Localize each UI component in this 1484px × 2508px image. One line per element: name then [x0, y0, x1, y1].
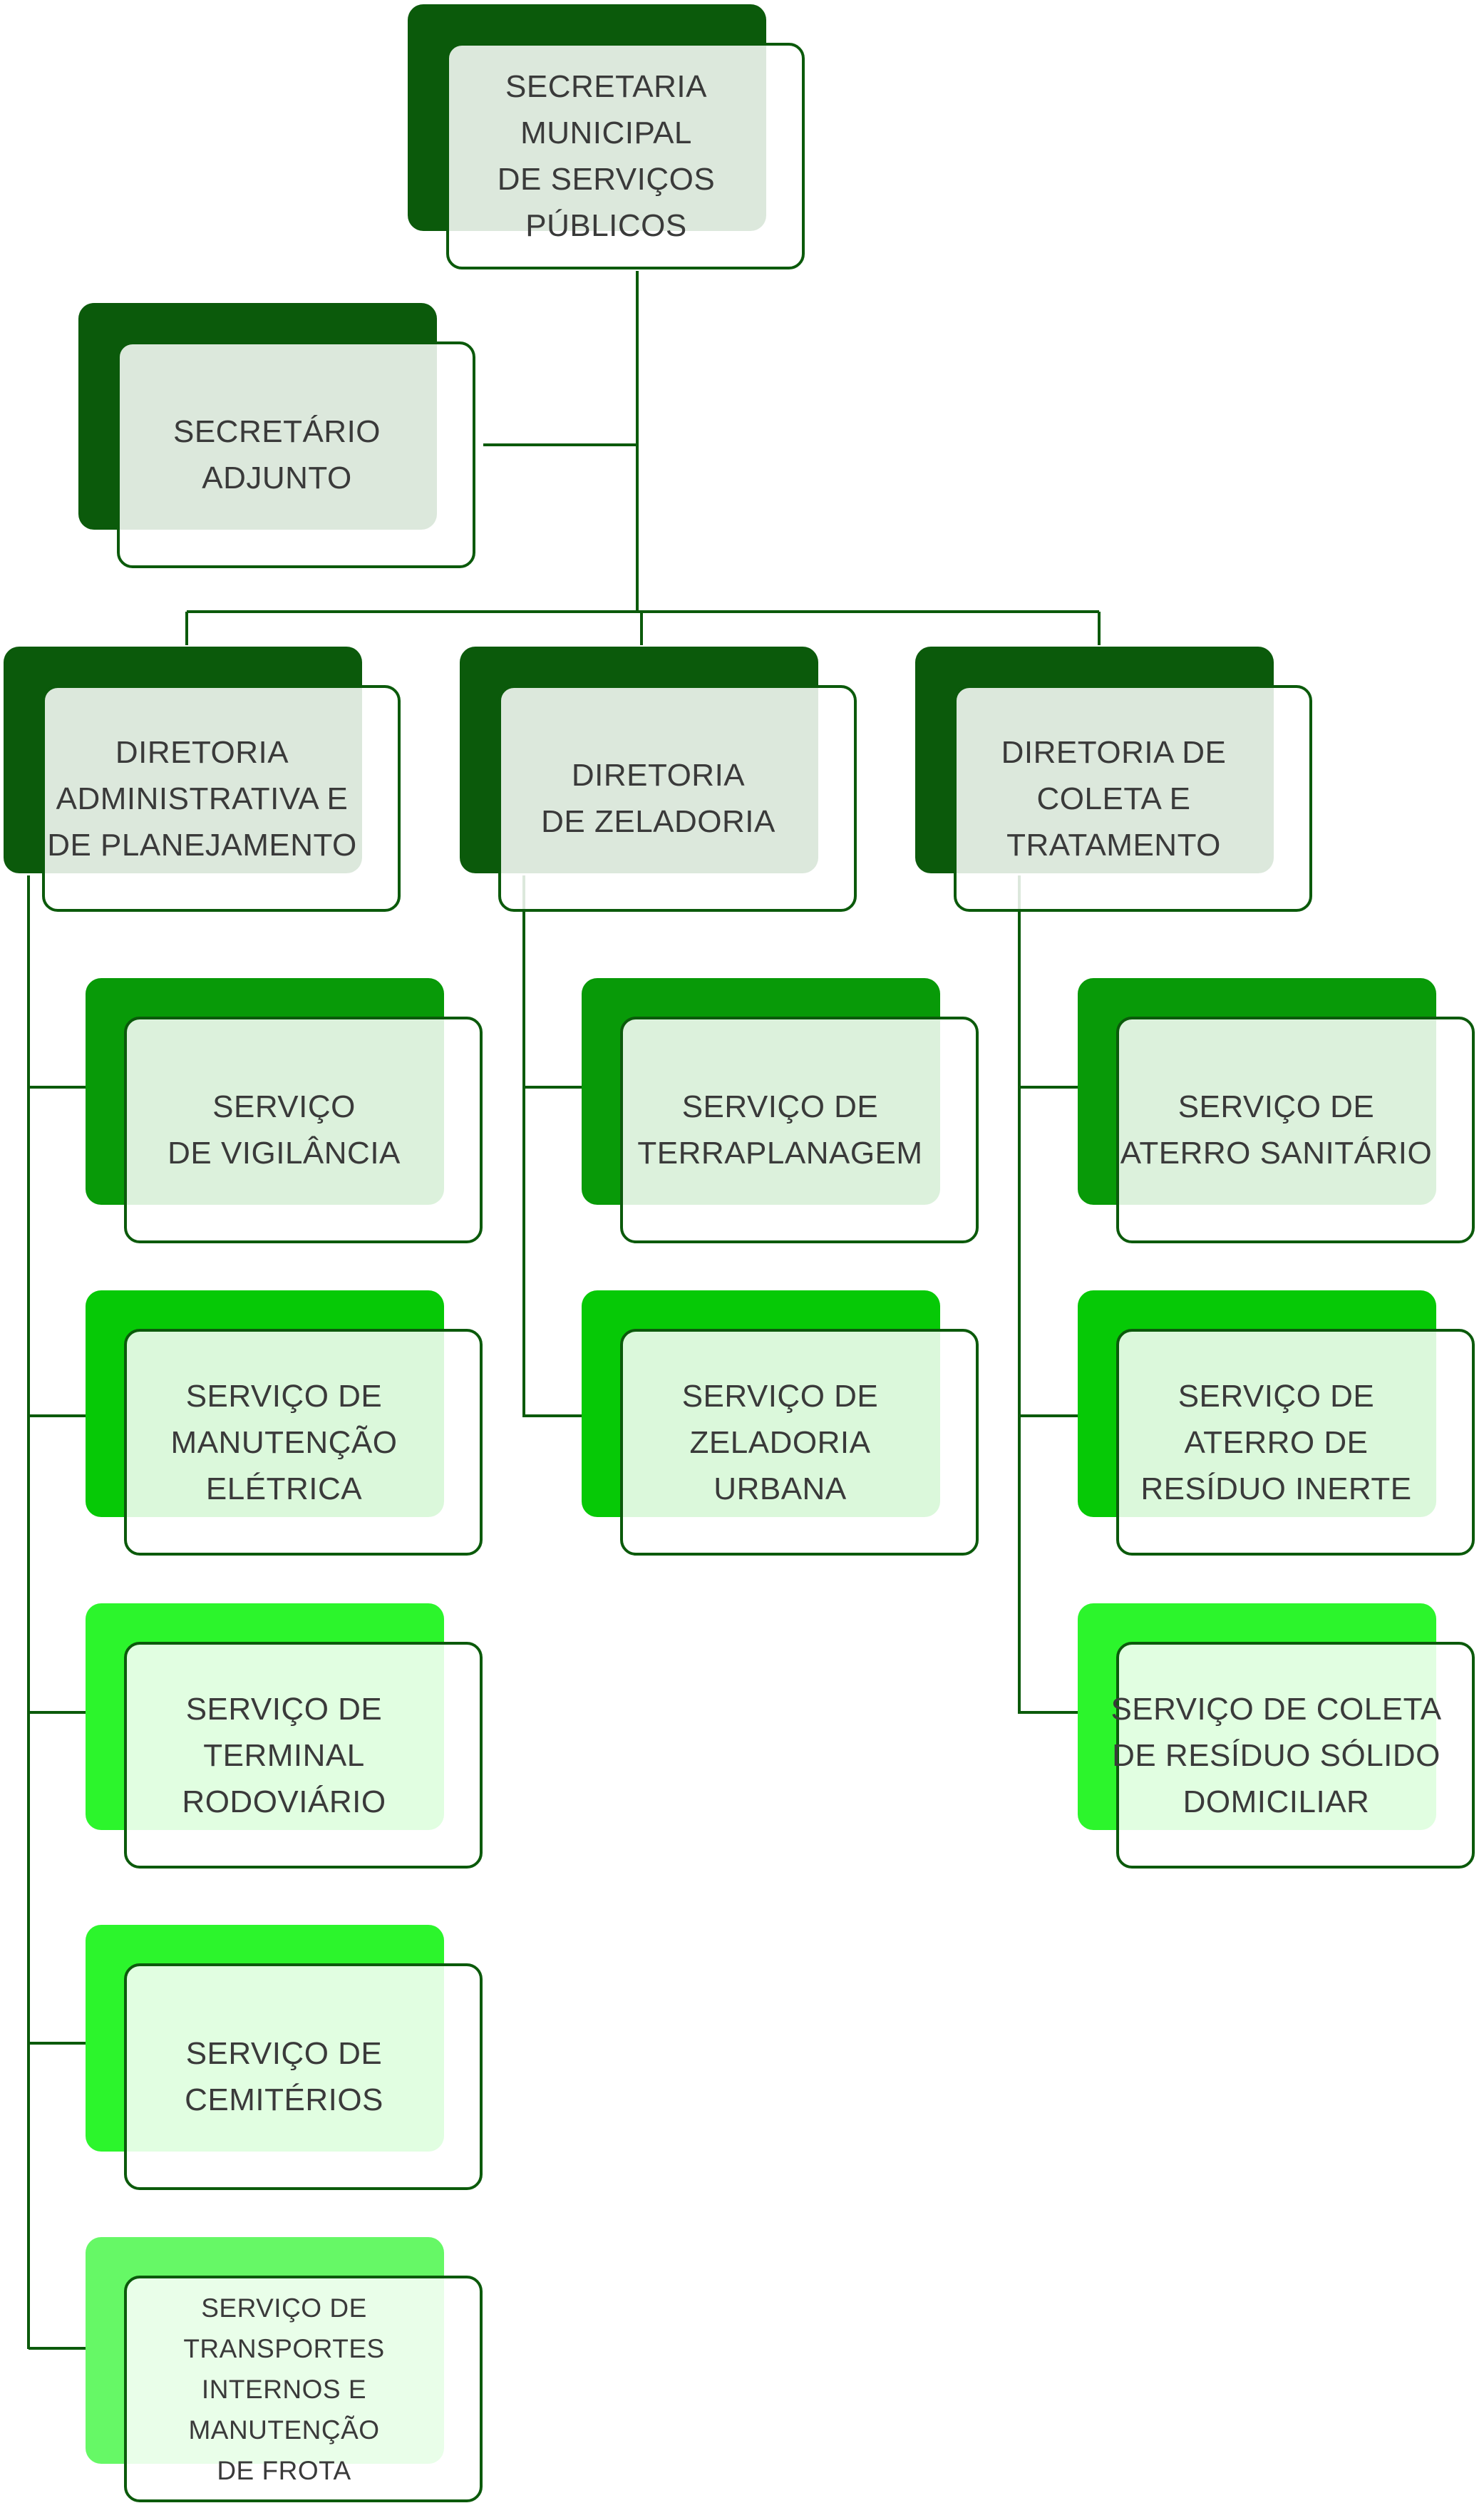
node-label-transportes: SERVIÇO DE TRANSPORTES INTERNOS E MANUTE…	[183, 2293, 385, 2485]
node-label-adjunto: SECRETÁRIO ADJUNTO	[172, 414, 381, 495]
node-card: SERVIÇO DE ZELADORIA URBANA	[620, 1329, 979, 1556]
node-label-zeladoria-urbana: SERVIÇO DE ZELADORIA URBANA	[681, 1378, 879, 1506]
node-card: SECRETARIA MUNICIPAL DE SERVIÇOS PÚBLICO…	[446, 43, 805, 269]
node-card: SERVIÇO DE ATERRO SANITÁRIO	[1116, 1017, 1475, 1243]
node-label-dir-zeladoria: DIRETORIA DE ZELADORIA	[541, 758, 776, 839]
node-card: SERVIÇO DE TERRAPLANAGEM	[620, 1017, 979, 1243]
node-card: DIRETORIA DE ZELADORIA	[498, 685, 857, 912]
node-label-terraplanagem: SERVIÇO DE TERRAPLANAGEM	[637, 1089, 923, 1171]
node-label-secretaria: SECRETARIA MUNICIPAL DE SERVIÇOS PÚBLICO…	[497, 69, 716, 243]
node-label-dir-admin: DIRETORIA ADMINISTRATIVA E DE PLANEJAMEN…	[47, 734, 357, 863]
node-label-coleta-domiciliar: SERVIÇO DE COLETA DE RESÍDUO SÓLIDO DOMI…	[1111, 1691, 1442, 1819]
node-card: SERVIÇO DE COLETA DE RESÍDUO SÓLIDO DOMI…	[1111, 1642, 1475, 1869]
node-label-cemiterios: SERVIÇO DE CEMITÉRIOS	[185, 2036, 383, 2117]
node-label-terminal: SERVIÇO DE TERMINAL RODOVIÁRIO	[182, 1691, 386, 1819]
node-card: SECRETÁRIO ADJUNTO	[117, 341, 475, 568]
node-card: DIRETORIA ADMINISTRATIVA E DE PLANEJAMEN…	[42, 685, 401, 912]
node-label-vigilancia: SERVIÇO DE VIGILÂNCIA	[168, 1089, 401, 1171]
node-card: SERVIÇO DE TERMINAL RODOVIÁRIO	[124, 1642, 483, 1869]
node-label-aterro-inerte: SERVIÇO DE ATERRO DE RESÍDUO INERTE	[1140, 1378, 1412, 1506]
node-label-manutencao: SERVIÇO DE MANUTENÇÃO ELÉTRICA	[170, 1378, 398, 1506]
node-label-aterro-sanitario: SERVIÇO DE ATERRO SANITÁRIO	[1120, 1089, 1433, 1171]
node-card: DIRETORIA DE COLETA E TRATAMENTO	[954, 685, 1312, 912]
node-card: SERVIÇO DE CEMITÉRIOS	[124, 1963, 483, 2190]
node-card: SERVIÇO DE TRANSPORTES INTERNOS E MANUTE…	[124, 2276, 483, 2502]
node-card: SERVIÇO DE ATERRO DE RESÍDUO INERTE	[1116, 1329, 1475, 1556]
node-card: SERVIÇO DE MANUTENÇÃO ELÉTRICA	[124, 1329, 483, 1556]
node-label-dir-coleta: DIRETORIA DE COLETA E TRATAMENTO	[1001, 734, 1227, 863]
node-card: SERVIÇO DE VIGILÂNCIA	[124, 1017, 483, 1243]
